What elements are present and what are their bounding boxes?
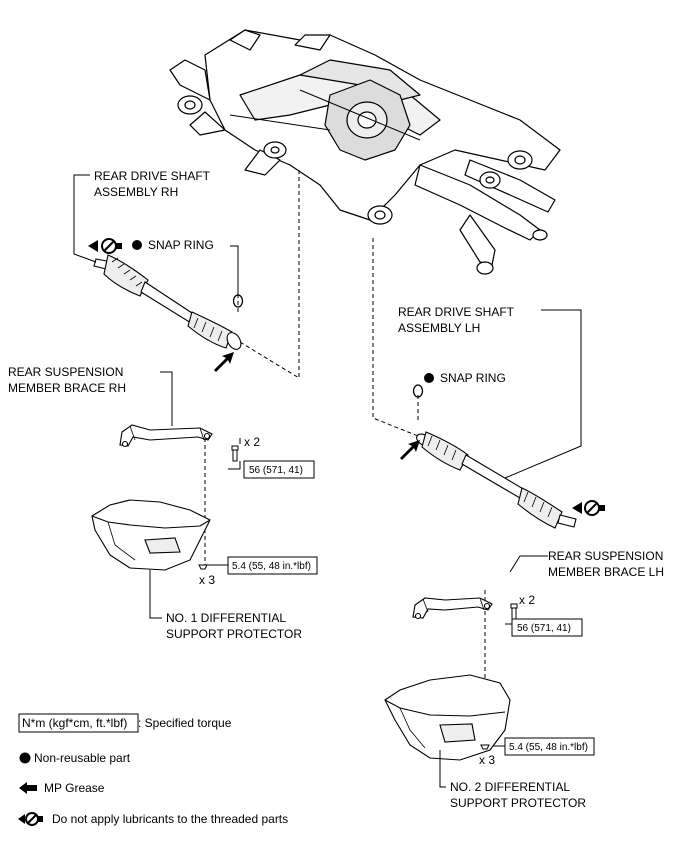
torque-brace-rh: 56 (571, 41) [249,465,303,476]
brace-lh-bolt-qty: x 2 [519,593,535,607]
callout-protector-1-line1: NO. 1 DIFFERENTIAL [166,611,286,625]
torque-protector-2: 5.4 (55, 48 in.*lbf) [509,742,588,753]
callout-protector-1-line2: SUPPORT PROTECTOR [166,627,302,641]
protector-2-bolt-qty: x 3 [479,753,495,767]
legend-non-reusable: Non-reusable part [34,751,131,765]
no-lubricant-icon [88,238,122,254]
no-2-differential-support-protector [384,674,511,761]
callout-protector-2-line1: NO. 2 DIFFERENTIAL [450,780,570,794]
legend-grease: MP Grease [44,781,105,795]
leader-lines [73,174,582,788]
callout-snap-ring-rh: SNAP RING [148,238,214,252]
torque-box-brace-rh [243,460,315,479]
callout-brace-lh-line1: REAR SUSPENSION [548,549,663,563]
grease-arrow-icon [400,440,420,460]
torque-box-brace-lh [511,618,583,637]
callout-brace-lh-line2: MEMBER BRACE LH [548,565,664,579]
legend-torque-box-text: N*m (kgf*cm, ft.*lbf) [22,716,127,730]
torque-box-protector-1 [227,556,318,575]
callout-brace-rh-line2: MEMBER BRACE RH [8,381,126,395]
legend: N*m (kgf*cm, ft.*lbf) : Specified torque… [18,713,288,826]
rear-suspension-member-illustration [169,29,561,275]
callout-drive-shaft-rh-line2: ASSEMBLY RH [94,185,178,199]
rear-suspension-member-brace-lh [412,597,493,620]
bolt-protector-1 [198,564,208,570]
rear-drive-shaft-rh [93,254,242,350]
torque-protector-1: 5.4 (55, 48 in.*lbf) [232,561,311,572]
rear-drive-shaft-lh [416,431,577,529]
callout-drive-shaft-lh-line2: ASSEMBLY LH [398,321,480,335]
torque-brace-lh: 56 (571, 41) [517,623,571,634]
legend-torque-box [18,713,139,733]
no-lubricant-icon [18,812,43,826]
grease-arrow-icon [19,782,37,794]
torque-box-protector-2 [504,737,595,756]
protector-1-bolt-qty: x 3 [199,573,215,587]
callout-drive-shaft-rh-line1: REAR DRIVE SHAFT [94,169,211,183]
callout-brace-rh-line1: REAR SUSPENSION [8,365,123,379]
grease-arrow-icon [214,352,234,372]
callout-snap-ring-lh: SNAP RING [440,371,506,385]
non-reusable-dot-icon [132,240,142,250]
non-reusable-dot-icon [19,752,31,764]
legend-torque-text: : Specified torque [138,716,232,730]
callout-protector-2-line2: SUPPORT PROTECTOR [450,796,586,810]
brace-rh-bolt-qty: x 2 [244,435,260,449]
no-1-differential-support-protector [91,499,211,571]
bolt-brace-rh [231,445,239,462]
legend-no-lubricant: Do not apply lubricants to the threaded … [52,812,288,826]
rear-suspension-member-brace-rh [119,424,213,448]
no-lubricant-icon [572,500,605,516]
non-reusable-dot-icon [424,373,434,383]
callout-drive-shaft-lh-line1: REAR DRIVE SHAFT [398,305,515,319]
bolt-protector-2 [480,744,490,750]
snap-ring-lh [412,384,424,398]
